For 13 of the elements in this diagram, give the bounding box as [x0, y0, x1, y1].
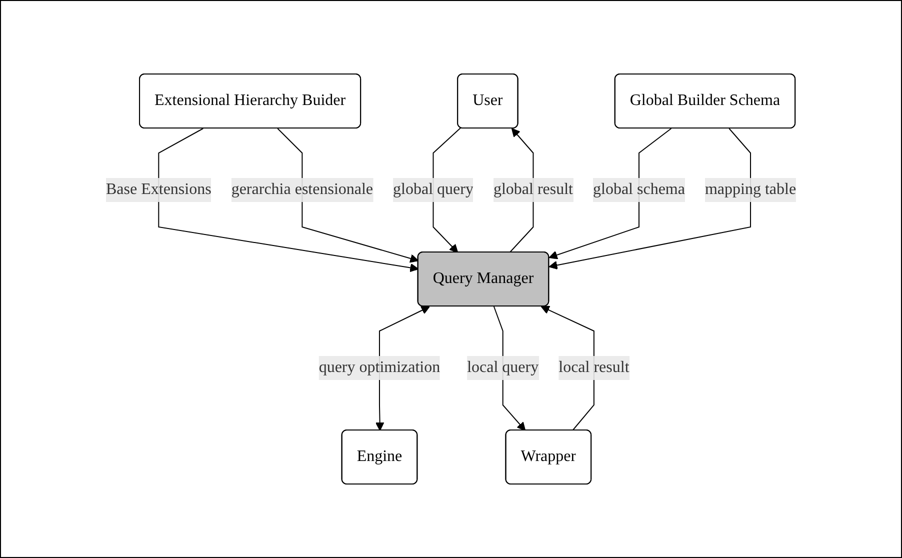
- edge-label: Base Extensions: [106, 181, 212, 198]
- edge-label: global schema: [592, 181, 685, 198]
- edge-label: gerarchia estensionale: [231, 181, 373, 198]
- edge-label: local query: [467, 359, 539, 376]
- arrow: [277, 128, 419, 263]
- arrow: [158, 128, 419, 272]
- arrow: [548, 128, 672, 260]
- edge-label: global query: [393, 181, 474, 198]
- edge-label: global result: [493, 181, 573, 198]
- edge-label: local result: [558, 359, 630, 376]
- edge-label: query optimization: [318, 359, 440, 376]
- arrow: [548, 128, 751, 270]
- edge-label: mapping table: [704, 181, 796, 198]
